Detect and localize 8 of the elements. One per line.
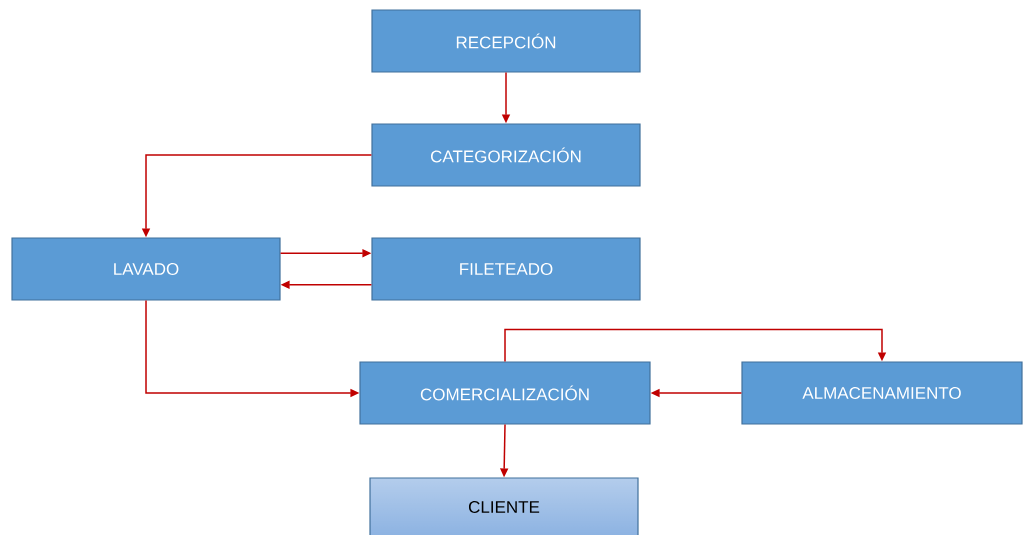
process-box: COMERCIALIZACIÓN	[359, 361, 651, 425]
process-box: LAVADO	[11, 237, 281, 301]
process-box: FILETEADO	[371, 237, 641, 301]
process-box: CATEGORIZACIÓN	[371, 123, 641, 187]
client-box: CLIENTE	[369, 477, 639, 535]
arrow	[504, 328, 887, 363]
process-box: ALMACENAMIENTO	[741, 361, 1023, 425]
process-box: RECEPCIÓN	[371, 9, 641, 73]
